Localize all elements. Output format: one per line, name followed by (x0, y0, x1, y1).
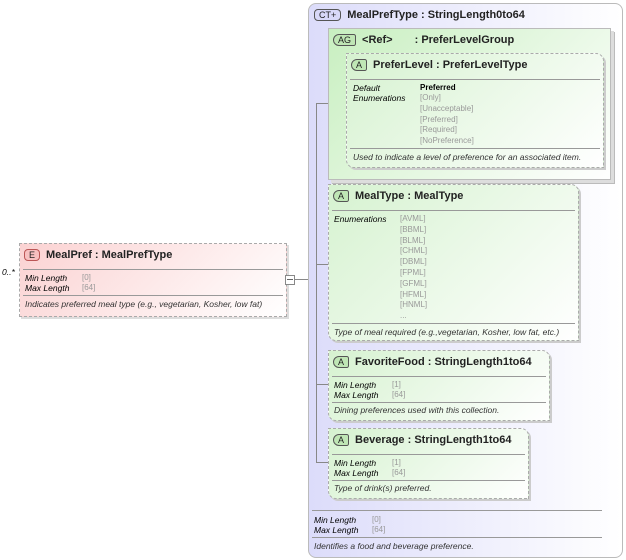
attribute-badge: A (333, 434, 350, 447)
attribute-preferlevel[interactable]: A PreferLevel : PreferLevelType Default P… (346, 53, 604, 168)
element-description: Indicates preferred meal type (e.g., veg… (25, 299, 263, 309)
attribute-badge: A (333, 190, 350, 203)
max-length-label: Max Length (25, 283, 70, 293)
enum-value: [Unacceptable] (420, 103, 474, 113)
max-length-label: Max Length (334, 468, 379, 478)
preferlevel-description: Used to indicate a level of preference f… (353, 152, 582, 162)
enum-value: [Only] (420, 93, 441, 102)
favoritefood-description: Dining preferences used with this collec… (334, 405, 500, 415)
max-length-label: Max Length (334, 390, 379, 400)
enum-value: [FPML] (400, 267, 426, 277)
element-title: MealPref : MealPrefType (46, 249, 173, 261)
attribute-mealtype[interactable]: A MealType : MealType Enumerations [AVML]… (328, 184, 579, 341)
enumerations-label: Enumerations (334, 214, 387, 224)
max-length: [64] (392, 468, 406, 477)
cardinality: 0..* (2, 267, 15, 277)
ct-description: Identifies a food and beverage preferenc… (314, 541, 474, 551)
enum-value: [AVML] (400, 214, 426, 223)
enum-value: [HNML] (400, 300, 428, 310)
ct-min-length: [0] (372, 515, 381, 524)
ct-max-length: [64] (372, 525, 386, 534)
enum-value: [Preferred] (420, 114, 458, 124)
ag-badge: AG (333, 34, 357, 47)
ct-min-length-label: Min Length (314, 515, 357, 525)
enum-value: [NoPreference] (420, 136, 474, 146)
min-length-label: Min Length (25, 273, 68, 283)
enum-more: ... (400, 311, 407, 321)
enum-value: [BBML] (400, 224, 427, 234)
enum-value: [GFML] (400, 278, 427, 288)
max-length: [64] (392, 390, 406, 399)
mealtype-description: Type of meal required (e.g.,vegetarian, … (334, 327, 560, 337)
beverage-title: Beverage : StringLength1to64 (355, 434, 512, 446)
default-label: Default (353, 83, 380, 93)
min-length: [1] (392, 458, 401, 467)
preferlevel-title: PreferLevel : PreferLevelType (373, 59, 528, 71)
complex-type-title: MealPrefType : StringLength0to64 (347, 9, 525, 21)
collapse-toggle[interactable] (285, 275, 295, 285)
ct-max-length-label: Max Length (314, 525, 359, 535)
favoritefood-title: FavoriteFood : StringLength1to64 (355, 356, 532, 368)
element-badge: E (24, 249, 41, 262)
default-value: Preferred (420, 83, 456, 92)
min-length-label: Min Length (334, 458, 377, 468)
enum-value: [HFML] (400, 289, 427, 299)
enum-value: [Required] (420, 125, 457, 135)
attribute-beverage[interactable]: A Beverage : StringLength1to64 Min Length… (328, 428, 529, 499)
enumerations-label: Enumerations (353, 93, 406, 103)
beverage-description: Type of drink(s) preferred. (334, 483, 432, 493)
complex-type-badge: CT+ (314, 9, 342, 22)
enum-value: [BLML] (400, 235, 426, 245)
attribute-badge: A (351, 59, 368, 72)
max-length: [64] (82, 283, 96, 292)
mealtype-title: MealType : MealType (355, 190, 464, 202)
attribute-favoritefood[interactable]: A FavoriteFood : StringLength1to64 Min Le… (328, 350, 550, 421)
enum-value: [DBML] (400, 257, 427, 267)
min-length-label: Min Length (334, 380, 377, 390)
min-length: [0] (82, 273, 91, 282)
ag-title: : PreferLevelGroup (414, 34, 515, 46)
attribute-badge: A (333, 356, 350, 369)
ag-ref: <Ref> (362, 34, 393, 46)
min-length: [1] (392, 380, 401, 389)
enum-value: [CHML] (400, 246, 428, 256)
